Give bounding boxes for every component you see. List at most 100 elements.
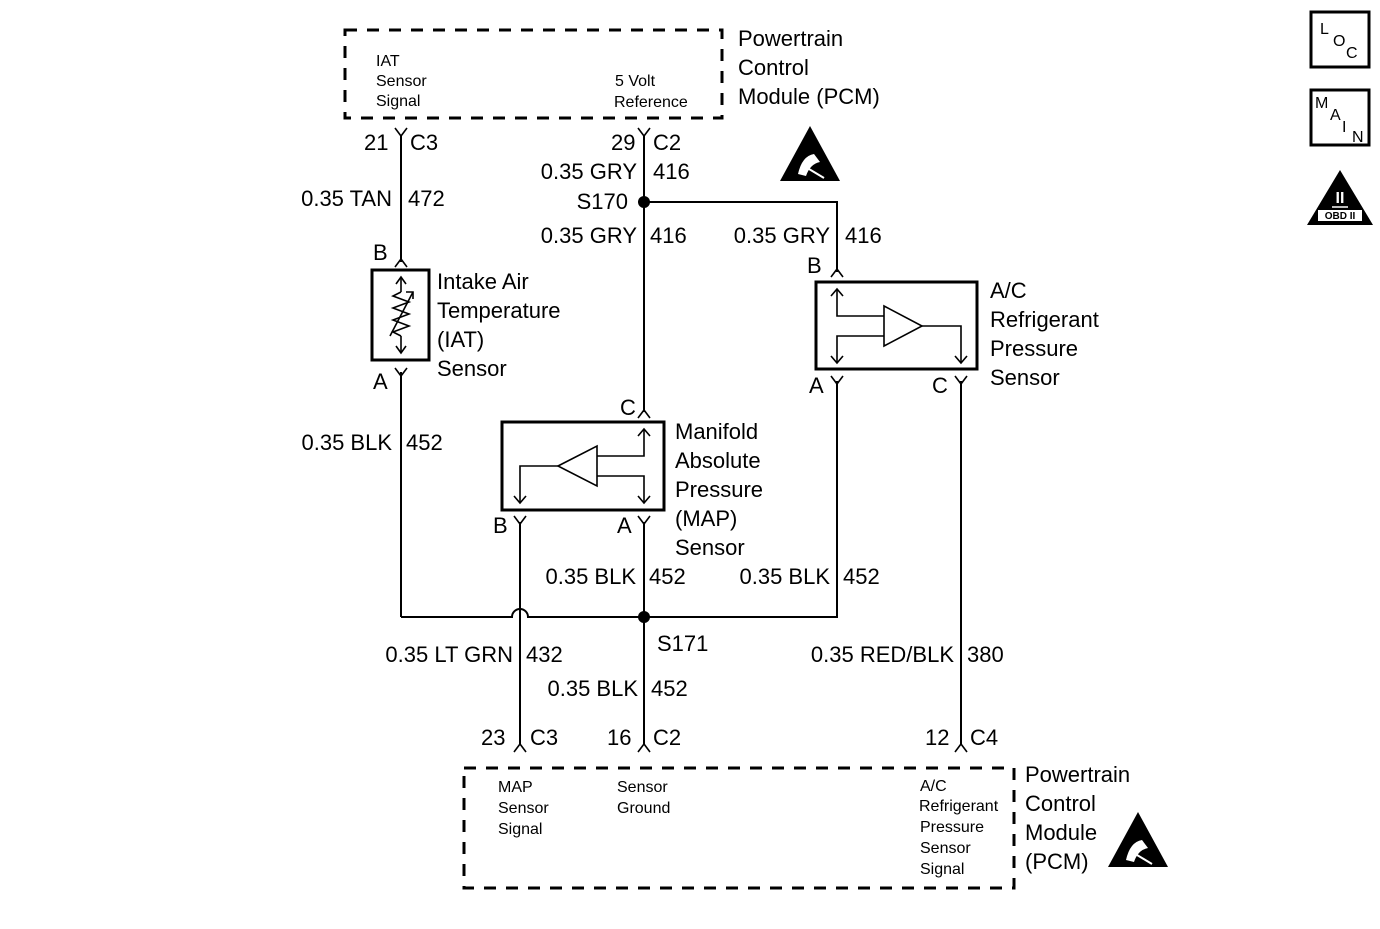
wire-ref-map-gauge: 0.35 GRY xyxy=(541,223,638,248)
splice-s171-dot xyxy=(638,611,650,623)
conn-ac-pcm-pin: 12 xyxy=(925,725,949,750)
conn-iat-pcm-conn: C3 xyxy=(410,130,438,155)
pcm-top-iat-signal-line3: Signal xyxy=(376,93,420,110)
pcm-top-iat-signal-line2: Sensor xyxy=(376,73,427,90)
pcm-top-ref-line1: 5 Volt xyxy=(615,73,656,90)
wire-pcm-ground-circuit: 452 xyxy=(651,676,688,701)
conn-gnd-pcm-conn: C2 xyxy=(653,725,681,750)
obd-ii-icon[interactable]: II OBD II xyxy=(1307,170,1373,225)
pcm-top-title-line3: Module (PCM) xyxy=(738,84,880,109)
wire-iat-signal-gauge: 0.35 TAN xyxy=(301,186,392,211)
wire-ac-ground xyxy=(644,381,838,618)
pcm-bottom-ground-line2: Ground xyxy=(617,800,670,817)
pcm-top-title-line2: Control xyxy=(738,55,809,80)
esd-warning-icon xyxy=(1108,812,1168,867)
wire-ref-trunk-gauge: 0.35 GRY xyxy=(541,159,638,184)
map-pin-b: B xyxy=(493,513,508,538)
pcm-bottom-title-line3: Module xyxy=(1025,820,1097,845)
pcm-bottom-ground-line1: Sensor xyxy=(617,779,668,796)
map-name-line3: Pressure xyxy=(675,477,763,502)
pcm-top-title-line1: Powertrain xyxy=(738,26,843,51)
iat-pin-a: A xyxy=(373,369,388,394)
pcm-bottom-block: MAP Sensor Signal Sensor Ground A/C Refr… xyxy=(462,762,1130,890)
wire-iat-ground-circuit: 452 xyxy=(406,430,443,455)
wire-ref-ac-gauge: 0.35 GRY xyxy=(734,223,831,248)
conn-ac-pcm-conn: C4 xyxy=(970,725,998,750)
thermistor-icon xyxy=(389,275,414,355)
wire-map-signal-gauge: 0.35 LT GRN xyxy=(385,642,513,667)
pcm-bottom-map-signal-line2: Sensor xyxy=(498,800,549,817)
pcm-top-block: IAT Sensor Signal 5 Volt Reference Power… xyxy=(343,26,880,120)
ac-name-line4: Sensor xyxy=(990,365,1060,390)
wire-map-ground-gauge: 0.35 BLK xyxy=(545,564,636,589)
ac-pin-c: C xyxy=(932,373,948,398)
wire-ref-map-circuit: 416 xyxy=(650,223,687,248)
amplifier-icon xyxy=(556,444,598,488)
conn-map-pcm-pin: 23 xyxy=(481,725,505,750)
wire-ac-ground-circuit: 452 xyxy=(843,564,880,589)
ac-pin-a: A xyxy=(809,373,824,398)
main-badge-letter-n: N xyxy=(1352,129,1364,146)
conn-gnd-pcm-pin: 16 xyxy=(607,725,631,750)
loc-badge-letter-o: O xyxy=(1333,33,1345,50)
ac-name-line2: Refrigerant xyxy=(990,307,1099,332)
ac-pressure-sensor: B A C A/C Refrigerant Pressure Sensor xyxy=(807,253,1099,398)
loc-badge[interactable]: L O C xyxy=(1309,10,1371,69)
wire-ref-trunk-circuit: 416 xyxy=(653,159,690,184)
main-badge-letter-i: I xyxy=(1342,119,1346,136)
main-badge-letter-a: A xyxy=(1330,107,1341,124)
wire-map-signal-circuit: 432 xyxy=(526,642,563,667)
splice-s170-label: S170 xyxy=(577,189,628,214)
pcm-bottom-ac-signal-line3: Pressure xyxy=(920,819,984,836)
iat-pin-b: B xyxy=(373,240,388,265)
ac-pin-b: B xyxy=(807,253,822,278)
wire-ref-ac xyxy=(644,201,838,272)
map-sensor: C B A Manifold Absolute Pressure (MAP) S… xyxy=(493,395,763,560)
esd-warning-icon xyxy=(780,126,840,181)
main-badge[interactable]: M A I N xyxy=(1309,88,1371,147)
obd-roman: II xyxy=(1336,190,1345,207)
pcm-bottom-ac-signal-line1: A/C xyxy=(920,778,947,795)
iat-sensor: B A Intake Air Temperature (IAT) Sensor xyxy=(370,240,561,394)
pcm-bottom-ac-signal-line5: Signal xyxy=(920,861,964,878)
ac-name-line1: A/C xyxy=(990,278,1027,303)
pcm-top-ref-line2: Reference xyxy=(614,94,688,111)
iat-name-line3: (IAT) xyxy=(437,327,484,352)
pcm-bottom-map-signal-line3: Signal xyxy=(498,821,542,838)
ac-name-line3: Pressure xyxy=(990,336,1078,361)
splice-s171-label: S171 xyxy=(657,631,708,656)
wire-ac-signal-gauge: 0.35 RED/BLK xyxy=(811,642,954,667)
wire-pcm-ground-gauge: 0.35 BLK xyxy=(547,676,638,701)
map-name-line5: Sensor xyxy=(675,535,745,560)
amplifier-icon xyxy=(883,304,924,348)
wire-ref-ac-circuit: 416 xyxy=(845,223,882,248)
pcm-bottom-map-signal-line1: MAP xyxy=(498,779,533,796)
map-pin-a: A xyxy=(617,513,632,538)
map-pin-c: C xyxy=(620,395,636,420)
loc-badge-letter-l: L xyxy=(1320,21,1329,38)
iat-name-line2: Temperature xyxy=(437,298,561,323)
pcm-top-iat-signal-line1: IAT xyxy=(376,53,400,70)
wire-ac-signal-circuit: 380 xyxy=(967,642,1004,667)
iat-name-line4: Sensor xyxy=(437,356,507,381)
pcm-bottom-ac-signal-line2: Refrigerant xyxy=(919,798,999,815)
conn-iat-pcm-pin: 21 xyxy=(364,130,388,155)
wire-iat-signal-circuit: 472 xyxy=(408,186,445,211)
conn-ref-pcm-conn: C2 xyxy=(653,130,681,155)
conn-ref-pcm-pin: 29 xyxy=(611,130,635,155)
wire-ground-bus xyxy=(401,608,644,618)
map-name-line4: (MAP) xyxy=(675,506,737,531)
conn-map-pcm-conn: C3 xyxy=(530,725,558,750)
pcm-bottom-ac-signal-line4: Sensor xyxy=(920,840,971,857)
main-badge-letter-m: M xyxy=(1315,95,1328,112)
wire-map-ground-circuit: 452 xyxy=(649,564,686,589)
pcm-bottom-title-line2: Control xyxy=(1025,791,1096,816)
map-name-line2: Absolute xyxy=(675,448,761,473)
obd-text: OBD II xyxy=(1325,211,1356,222)
map-name-line1: Manifold xyxy=(675,419,758,444)
wire-iat-ground-gauge: 0.35 BLK xyxy=(301,430,392,455)
splice-s170-dot xyxy=(638,196,650,208)
pcm-bottom-title-line1: Powertrain xyxy=(1025,762,1130,787)
iat-name-line1: Intake Air xyxy=(437,269,529,294)
